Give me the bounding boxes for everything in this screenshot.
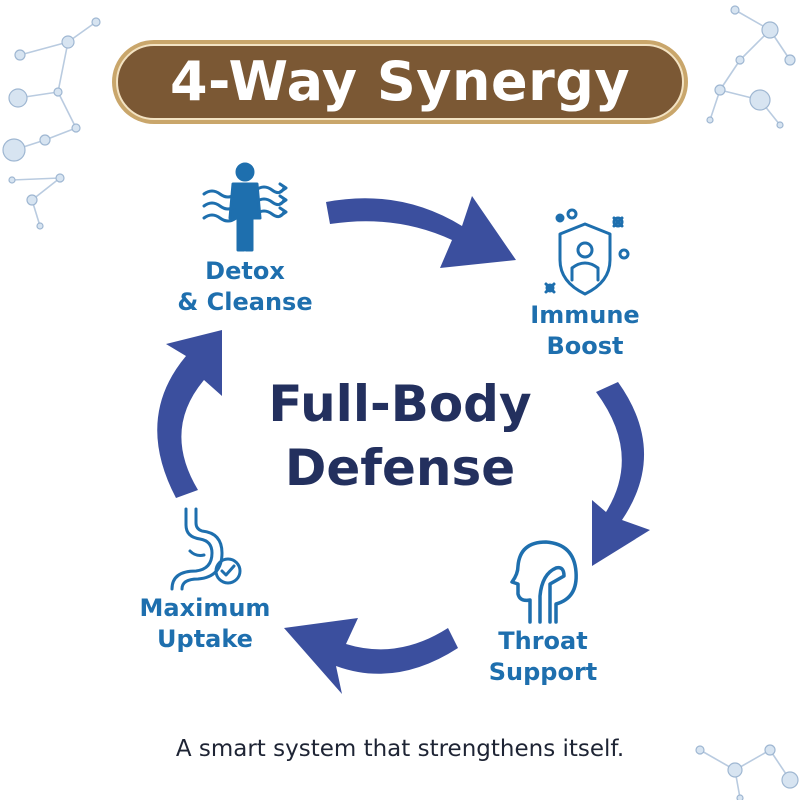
- arrow-detox-to-immune: [326, 196, 516, 268]
- center-title-line2: Defense: [284, 439, 516, 497]
- node-detox-label-line1: Detox: [205, 257, 285, 285]
- node-detox: Detox & Cleanse: [150, 160, 340, 318]
- title-banner-inner: 4-Way Synergy: [116, 44, 684, 120]
- node-throat-label: Throat Support: [448, 626, 638, 688]
- node-throat-label-line2: Support: [488, 658, 598, 686]
- node-immune: Immune Boost: [490, 208, 680, 362]
- node-uptake-label-line2: Uptake: [157, 625, 253, 653]
- node-throat: Throat Support: [448, 534, 638, 688]
- throat-head-icon: [510, 540, 578, 624]
- center-title: Full-Body Defense: [190, 372, 610, 500]
- arrow-throat-to-uptake: [284, 618, 458, 694]
- node-uptake-label: Maximum Uptake: [110, 593, 300, 655]
- stomach-check-icon: [170, 507, 242, 591]
- center-title-line1: Full-Body: [268, 375, 532, 433]
- page-title: 4-Way Synergy: [169, 50, 631, 113]
- immune-shield-icon: [544, 208, 630, 296]
- node-uptake: Maximum Uptake: [110, 505, 300, 655]
- node-detox-label: Detox & Cleanse: [150, 256, 340, 318]
- node-immune-label-line1: Immune: [530, 301, 640, 329]
- node-immune-label-line2: Boost: [546, 332, 624, 360]
- arrow-uptake-to-detox: [157, 330, 222, 498]
- node-detox-label-line2: & Cleanse: [177, 288, 313, 316]
- node-immune-label: Immune Boost: [490, 300, 680, 362]
- detox-figure-icon: [202, 162, 288, 252]
- tagline: A smart system that strengthens itself.: [175, 736, 625, 762]
- arrow-immune-to-throat: [592, 382, 650, 566]
- node-uptake-label-line1: Maximum: [139, 594, 271, 622]
- node-throat-label-line1: Throat: [498, 627, 588, 655]
- title-banner: 4-Way Synergy: [112, 40, 688, 124]
